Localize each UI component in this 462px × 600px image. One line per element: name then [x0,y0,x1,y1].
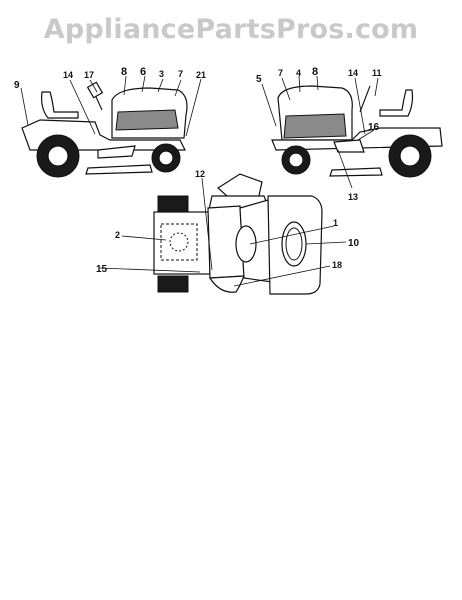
callout-label: 11 [372,68,382,78]
callout-label: 2 [115,230,120,240]
callout-label: 14 [63,70,73,80]
tractor-right-side-view [271,85,443,178]
callout-label: 6 [140,66,146,78]
callout-label: 7 [278,68,283,78]
callout-label: 12 [195,169,205,179]
tractor-left-side-view [21,81,188,178]
callout-label: 4 [296,68,301,78]
callout-label: 1 [333,218,338,228]
tractor-top-view [153,173,323,295]
callout-label: 10 [348,238,360,249]
callout-label: 16 [368,122,380,133]
callout-label: 9 [14,80,20,91]
callouts-left-view: 9 14 17 8 6 3 7 21 [14,66,206,91]
callout-label: 7 [178,69,183,79]
callout-label: 15 [96,264,108,275]
watermark-logo: AppliancePartsPros.com [43,14,419,45]
callout-label: 17 [84,70,94,80]
callouts-top-view: 12 2 1 10 15 18 [96,169,360,275]
callouts-right-view: 5 7 4 8 14 11 16 13 [256,66,382,202]
callout-label: 18 [332,260,342,270]
right-view-leaders [261,75,379,189]
callout-label: 8 [121,66,127,78]
callout-label: 13 [348,192,358,202]
left-view-leaders [20,75,202,137]
callout-label: 3 [159,69,164,79]
top-view-leaders [99,177,347,287]
callout-label: 5 [256,74,262,85]
callout-label: 14 [348,68,358,78]
callout-label: 21 [196,70,206,80]
callout-label: 8 [312,66,318,78]
